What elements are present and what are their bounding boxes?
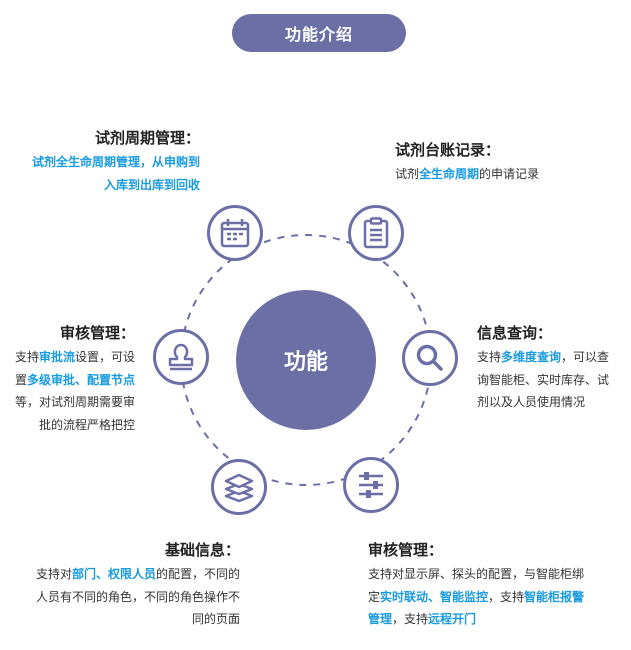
description-text: 等，对试剂周期需要审 — [14, 395, 135, 409]
feature-ledger: 试剂台账记录： 试剂全生命周期的申请记录 — [395, 140, 539, 186]
feature-line: 入库到出库到回收 — [32, 174, 200, 197]
highlight-text: 全生命周期 — [419, 167, 480, 181]
description-text: 试剂 — [395, 167, 420, 181]
description-text: ，支持 — [392, 612, 429, 626]
feature-lifecycle: 试剂周期管理： 试剂全生命周期管理，从申购到入库到出库到回收 — [32, 128, 200, 196]
highlight-text: 试剂全生命周期管理，从申购到 — [31, 155, 200, 169]
feature-line: 支持审批流设置，可设 — [15, 346, 135, 369]
feature-line: 支持对显示屏、探头的配置，与智能柜绑 — [368, 563, 584, 586]
feature-basic: 基础信息： 支持对部门、权限人员的配置，不同的人员有不同的角色，不同的角色操作不同… — [36, 540, 240, 631]
feature-audit: 审核管理：支持审批流设置，可设置多级审批、配置节点等，对试剂周期需要审批的流程严… — [15, 323, 135, 436]
description-text: ，支持 — [488, 589, 525, 604]
feature-line: 支持多维度查询，可以查 — [477, 346, 609, 369]
feature-line: 询智能柜、实时库存、试 — [477, 369, 609, 392]
highlight-text: 远程开门 — [428, 612, 477, 626]
description-text: 支持 — [477, 350, 502, 364]
description-text: 定 — [368, 589, 381, 604]
highlight-text: 多维度查询 — [501, 350, 562, 364]
feature-line: 试剂全生命周期管理，从申购到 — [32, 151, 200, 174]
feature-query: 信息查询： 支持多维度查询，可以查询智能柜、实时库存、试剂以及人员使用情况 — [477, 323, 609, 414]
description-text: ，可以查 — [561, 350, 610, 364]
highlight-text: 入库到出库到回收 — [103, 177, 200, 192]
description-text: 同的页面 — [191, 612, 240, 626]
search-icon — [402, 330, 458, 386]
layers-icon — [211, 459, 267, 515]
sliders-icon — [343, 457, 399, 513]
stamp-icon — [153, 329, 209, 385]
description-text: 的配置，不同的 — [155, 567, 240, 581]
feature-device: 审核管理：支持对显示屏、探头的配置，与智能柜绑定实时联动、智能监控，支持智能柜报… — [368, 540, 584, 631]
highlight-text: 部门、权限人员 — [71, 567, 156, 581]
feature-line: 人员有不同的角色，不同的角色操作不 — [36, 586, 240, 609]
feature-line: 定实时联动、智能监控，支持智能柜报警 — [368, 586, 584, 609]
feature-title: 信息查询： — [477, 324, 553, 342]
feature-line: 剂以及人员使用情况 — [477, 391, 609, 414]
description-text: 的申请记录 — [479, 167, 540, 181]
feature-title: 试剂周期管理： — [94, 129, 200, 147]
description-text: 置 — [14, 372, 27, 387]
feature-title: 审核管理： — [59, 324, 135, 342]
calendar-icon — [207, 205, 263, 261]
feature-line: 管理，支持远程开门 — [368, 608, 584, 631]
feature-line: 批的流程严格把控 — [15, 414, 135, 437]
feature-line: 同的页面 — [36, 608, 240, 631]
highlight-text: 实时联动、智能监控 — [380, 589, 489, 604]
description-text: 剂以及人员使用情况 — [477, 395, 586, 409]
feature-line: 等，对试剂周期需要审 — [15, 391, 135, 414]
description-text: 批的流程严格把控 — [38, 417, 135, 432]
feature-line: 试剂全生命周期的申请记录 — [395, 163, 539, 186]
description-text: 人员有不同的角色，不同的角色操作不 — [35, 589, 240, 604]
highlight-text: 多级审批、配置节点 — [26, 372, 135, 387]
description-text: 支持对显示屏、探头的配置，与智能柜绑 — [368, 567, 585, 581]
feature-title: 审核管理： — [368, 541, 444, 559]
description-text: 询智能柜、实时库存、试 — [477, 372, 610, 387]
highlight-text: 审批流 — [38, 350, 75, 364]
description-text: 支持 — [14, 350, 39, 364]
feature-line: 置多级审批、配置节点 — [15, 369, 135, 392]
clipboard-icon — [348, 205, 404, 261]
feature-title: 基础信息： — [164, 541, 240, 559]
center-circle: 功能 — [236, 290, 376, 430]
description-text: 支持对 — [35, 567, 72, 581]
feature-title: 试剂台账记录： — [395, 141, 501, 159]
section-title: 功能介绍 — [232, 14, 406, 52]
highlight-text: 管理 — [368, 612, 393, 626]
description-text: 设置，可设 — [74, 350, 135, 364]
feature-line: 支持对部门、权限人员的配置，不同的 — [36, 563, 240, 586]
highlight-text: 智能柜报警 — [524, 589, 585, 604]
